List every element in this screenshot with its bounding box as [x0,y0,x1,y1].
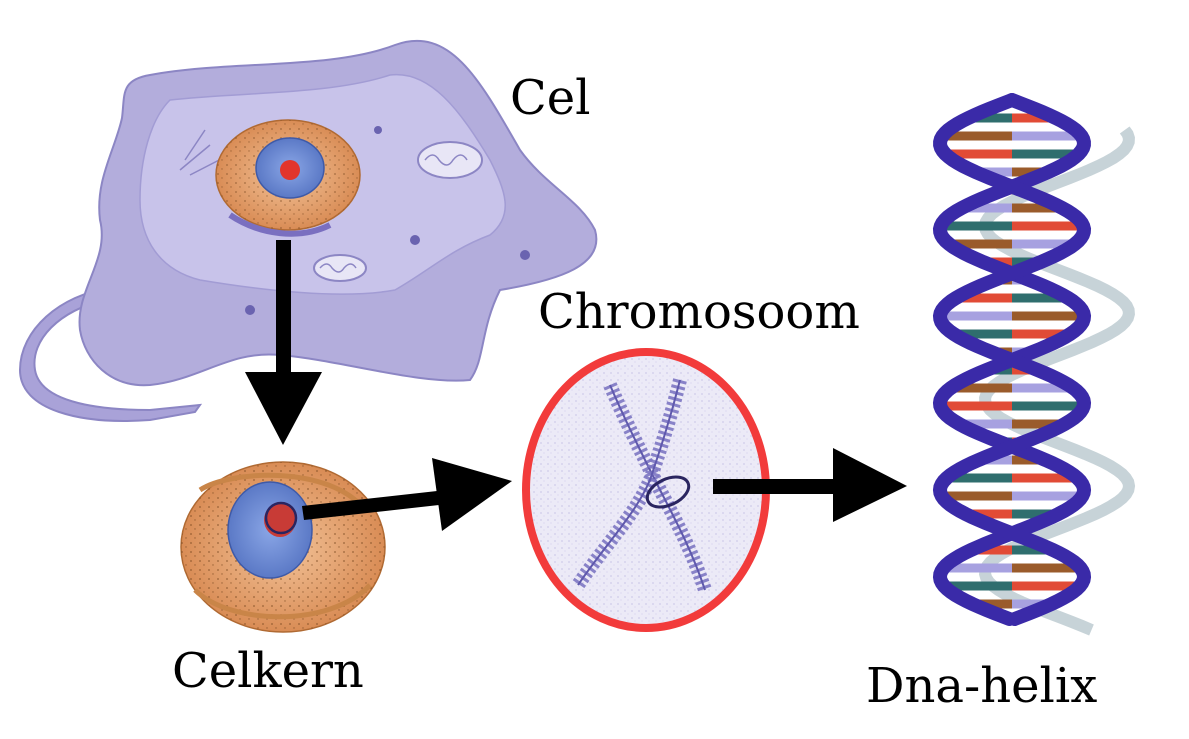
cell-tail [18,286,203,422]
label-cell: Cel [510,70,591,126]
nucleus-illustration [180,461,386,633]
mitochondrion-icon [313,254,367,282]
dna-backbone-b [932,93,1092,626]
arrow-cell-to-nucleus [245,240,322,445]
arrow-nucleus-to-chromosome [302,458,512,531]
label-dna-helix: Dna-helix [866,658,1098,714]
arrow-chromosome-to-dna [713,448,907,522]
dna-helix-illustration [932,93,1136,636]
mitochondrion-icon [417,141,483,179]
label-nucleus: Celkern [172,643,364,699]
chromosome-illustration [522,348,770,632]
cell-illustration [18,39,598,422]
label-chromosome: Chromosoom [538,284,860,340]
